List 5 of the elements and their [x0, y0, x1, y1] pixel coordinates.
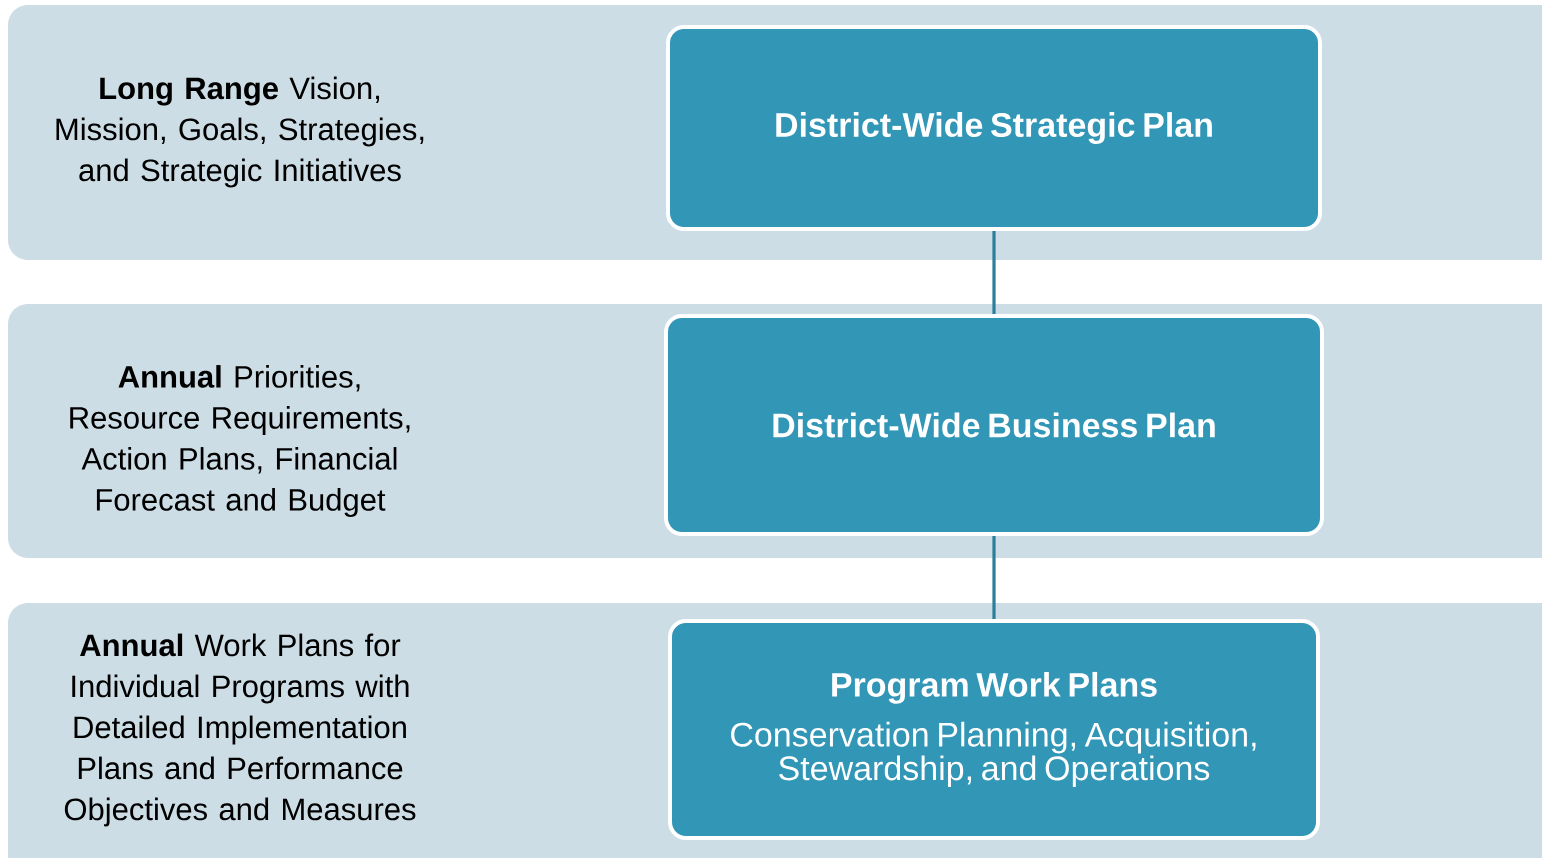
- connector-line: [992, 231, 996, 314]
- plan-box: Program Work Plans Conservation Planning, Acquisition, Stewardship, and Operations: [668, 619, 1320, 840]
- plan-box: District-Wide Strategic Plan: [666, 25, 1322, 231]
- connector-line: [992, 536, 996, 619]
- plan-box: District-Wide Business Plan: [664, 314, 1324, 536]
